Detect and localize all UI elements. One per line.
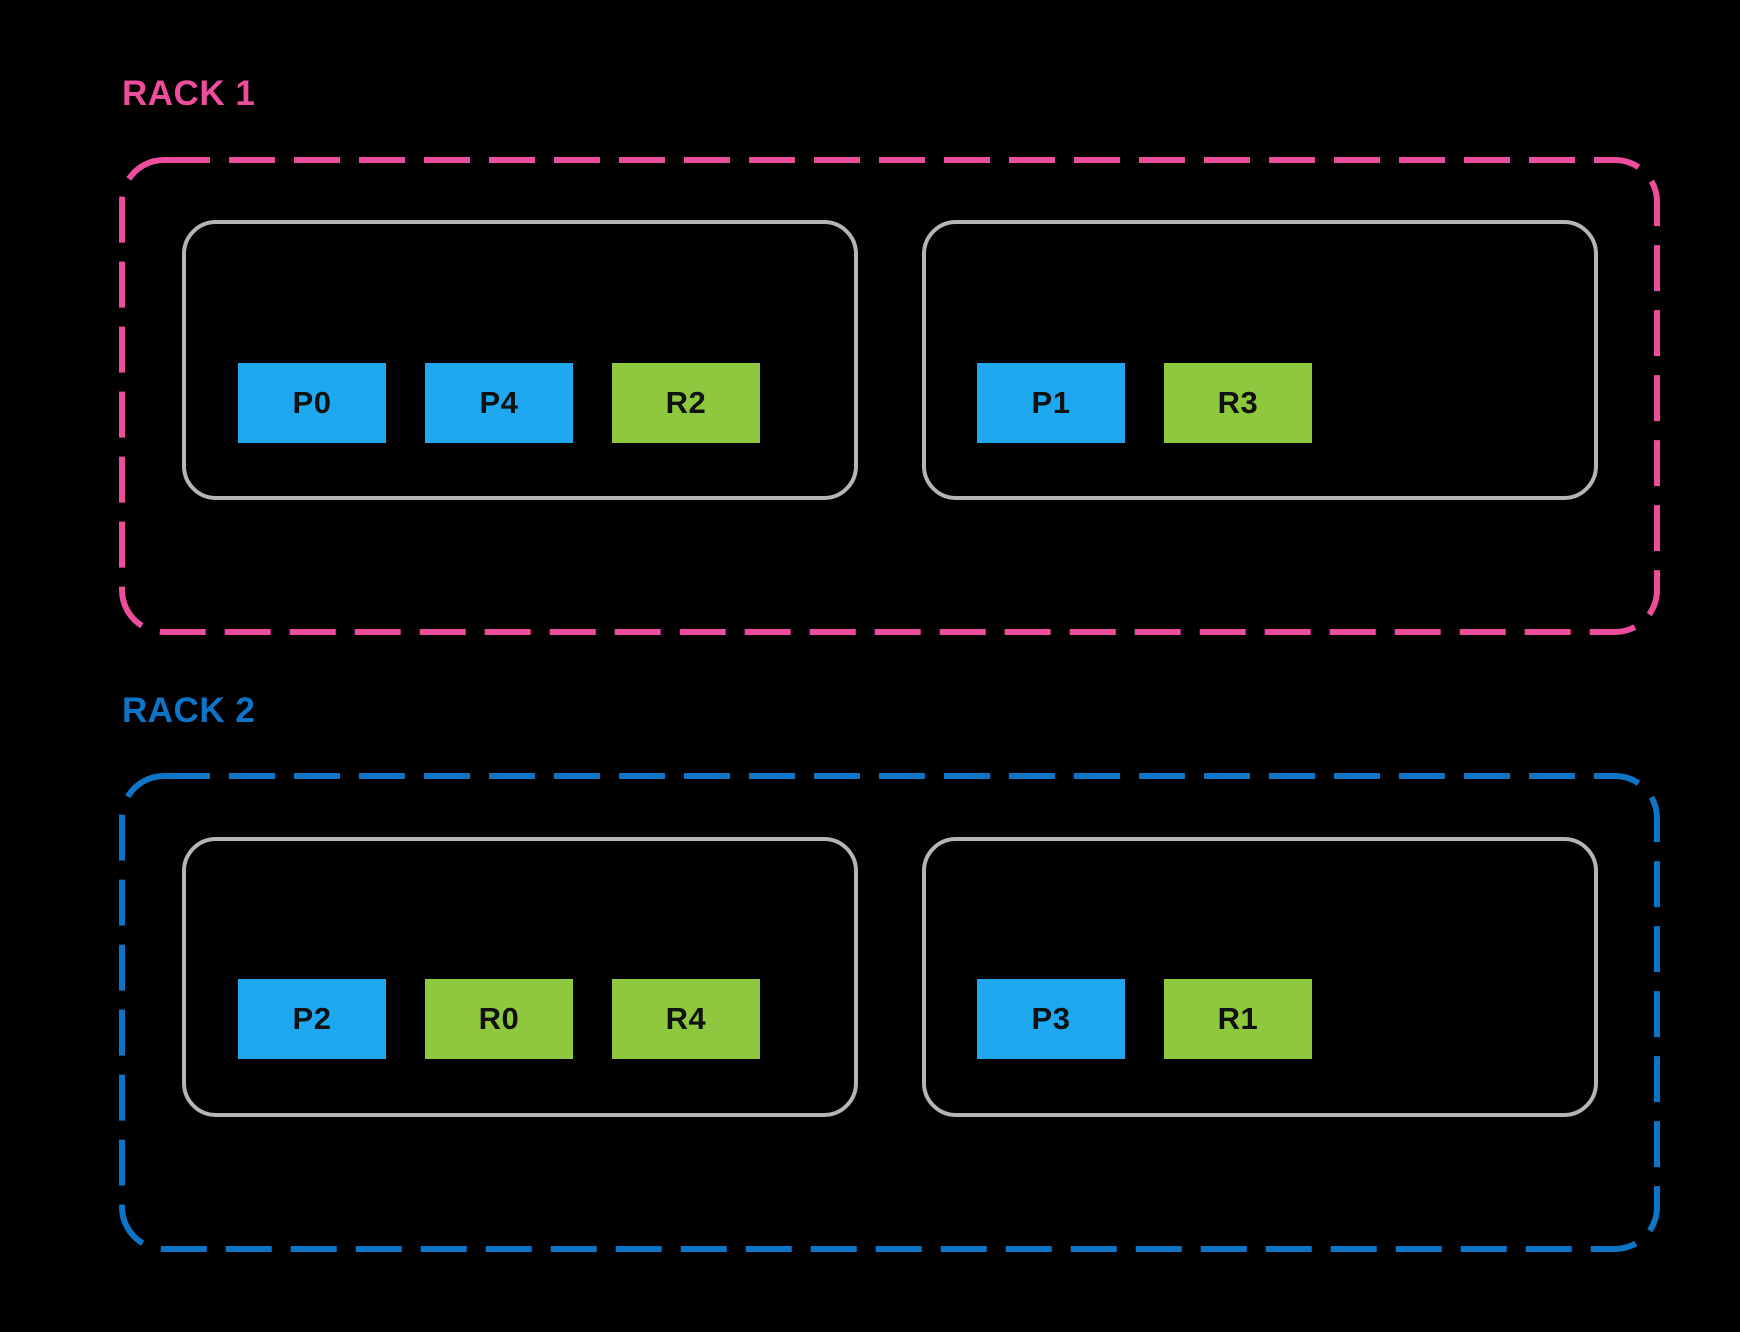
node-r0: R0 xyxy=(425,979,573,1059)
rack1-host1-box xyxy=(182,220,858,500)
rack1-dashed-border-rect xyxy=(119,157,1660,635)
node-r1: R1 xyxy=(1164,979,1312,1059)
rack1-dashed-border xyxy=(119,157,1660,635)
rack1-label: RACK 1 xyxy=(122,74,256,113)
rack2-label: RACK 2 xyxy=(122,691,256,730)
rack2-host1-box xyxy=(182,837,858,1117)
rack1-host2-box xyxy=(922,220,1598,500)
node-p4: P4 xyxy=(425,363,573,443)
node-r4: R4 xyxy=(612,979,760,1059)
rack2-dashed-border-rect xyxy=(119,773,1660,1252)
node-r2: R2 xyxy=(612,363,760,443)
node-p3: P3 xyxy=(977,979,1125,1059)
rack2-host2-box xyxy=(922,837,1598,1117)
node-p1: P1 xyxy=(977,363,1125,443)
node-r3: R3 xyxy=(1164,363,1312,443)
node-p2: P2 xyxy=(238,979,386,1059)
node-p0: P0 xyxy=(238,363,386,443)
rack2-dashed-border xyxy=(119,773,1660,1252)
